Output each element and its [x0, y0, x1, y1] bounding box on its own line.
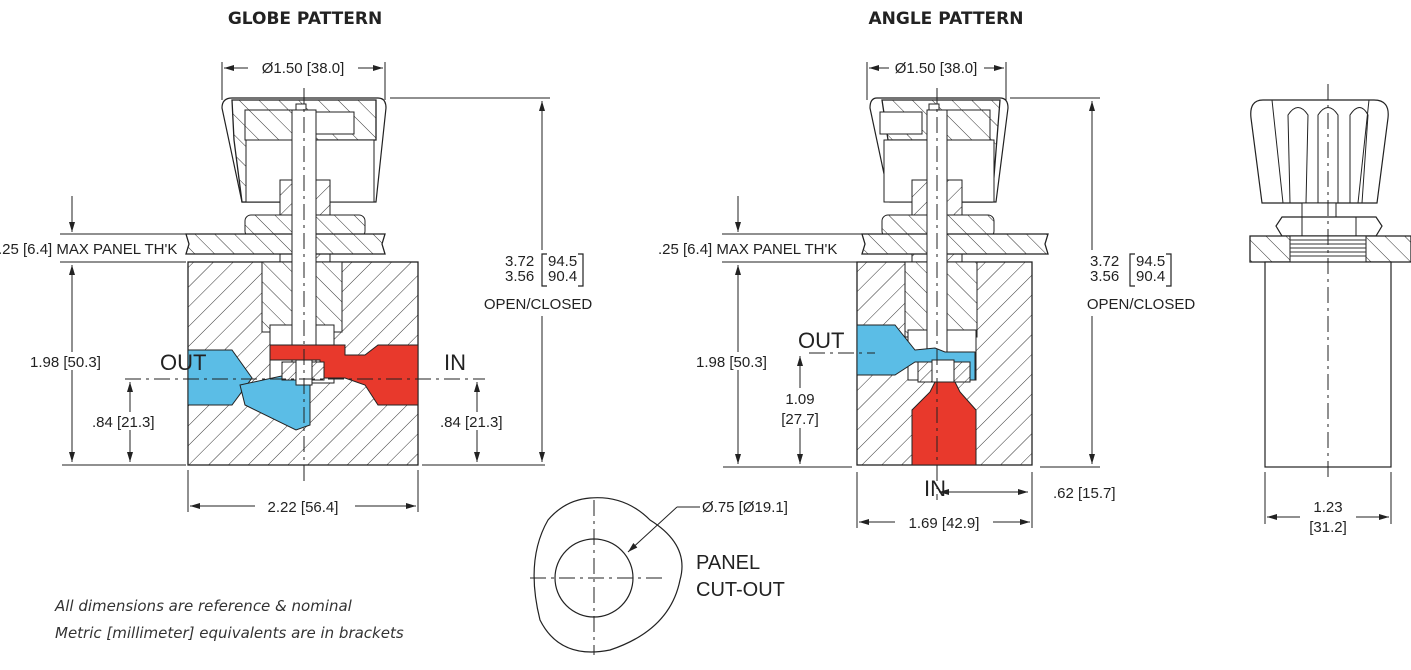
globe-open-closed: OPEN/CLOSED	[484, 296, 593, 313]
globe-port-right: .84 [21.3]	[440, 414, 503, 431]
globe-height-open: 3.72	[505, 253, 534, 270]
angle-out-height: 1.09	[785, 391, 814, 408]
globe-in-label: IN	[444, 350, 466, 375]
globe-body-height: 1.98 [50.3]	[30, 354, 101, 371]
cutout-label-line2: CUT-OUT	[696, 579, 785, 601]
globe-port-left: .84 [21.3]	[92, 414, 155, 431]
panel-cutout-view: Ø.75 [Ø19.1] PANEL CUT-OUT	[530, 497, 788, 655]
angle-handle-dia: Ø1.50 [38.0]	[895, 60, 978, 77]
globe-height-closed-mm: 90.4	[548, 268, 577, 285]
angle-in-offset: .62 [15.7]	[1053, 485, 1116, 502]
angle-panel-thk: .25 [6.4] MAX PANEL TH'K	[658, 241, 837, 258]
side-width: 1.23	[1313, 499, 1342, 516]
angle-out-height-mm: [27.7]	[781, 411, 819, 428]
angle-height-open: 3.72	[1090, 253, 1119, 270]
angle-title: ANGLE PATTERN	[869, 9, 1024, 29]
cutout-dia: Ø.75 [Ø19.1]	[702, 499, 788, 516]
globe-height-open-mm: 94.5	[548, 253, 577, 270]
angle-height-open-mm: 94.5	[1136, 253, 1165, 270]
note-line2: Metric [millimeter] equivalents are in b…	[55, 624, 404, 642]
globe-handle-dia: Ø1.50 [38.0]	[262, 60, 345, 77]
angle-in-label: IN	[924, 476, 946, 501]
angle-open-closed: OPEN/CLOSED	[1087, 296, 1196, 313]
side-view: 1.23 [31.2]	[1249, 84, 1411, 536]
angle-out-label: OUT	[798, 328, 844, 353]
globe-pattern-view: GLOBE PATTERN Ø1.50 [38.0]	[0, 9, 606, 516]
angle-height-closed: 3.56	[1090, 268, 1119, 285]
angle-body-height: 1.98 [50.3]	[696, 354, 767, 371]
globe-height-closed: 3.56	[505, 268, 534, 285]
note-line1: All dimensions are reference & nominal	[54, 597, 353, 615]
globe-panel-thk: .25 [6.4] MAX PANEL TH'K	[0, 241, 177, 258]
angle-height-closed-mm: 90.4	[1136, 268, 1165, 285]
angle-body-width: 1.69 [42.9]	[909, 515, 980, 532]
globe-out-label: OUT	[160, 350, 206, 375]
angle-pattern-view: ANGLE PATTERN Ø1.50 [38.0] .25 [6.4] MAX	[658, 9, 1209, 532]
globe-body-width: 2.22 [56.4]	[268, 499, 339, 516]
globe-title: GLOBE PATTERN	[228, 9, 382, 29]
cutout-label-line1: PANEL	[696, 552, 760, 574]
side-width-mm: [31.2]	[1309, 519, 1347, 536]
